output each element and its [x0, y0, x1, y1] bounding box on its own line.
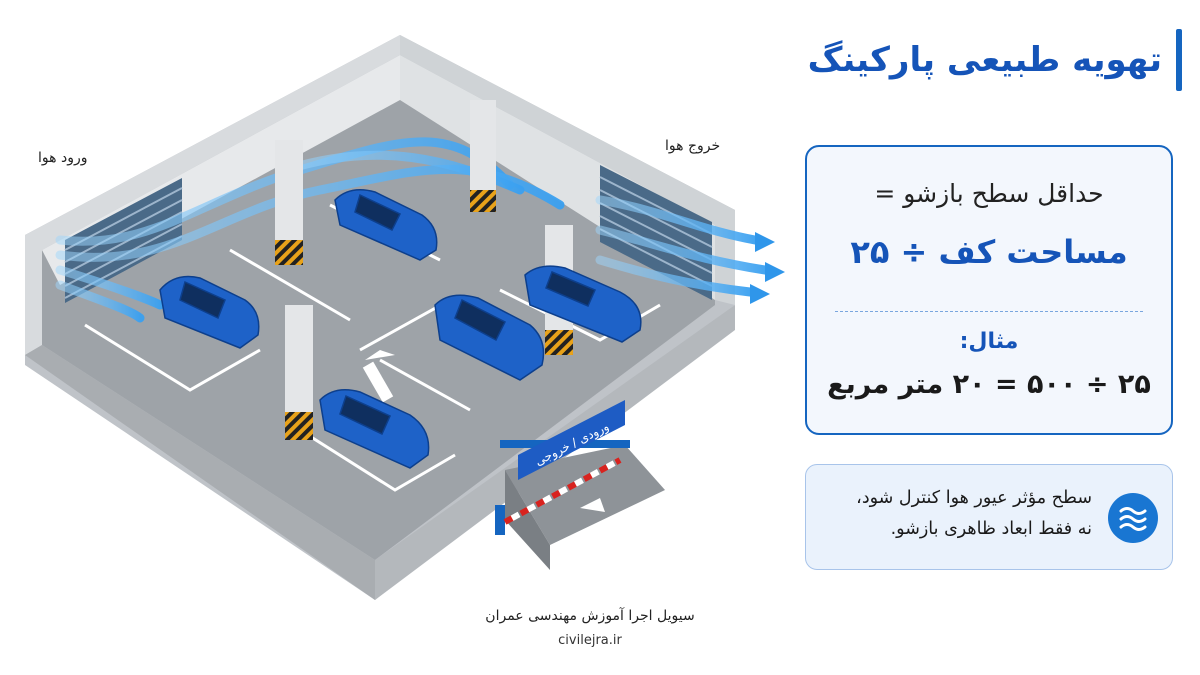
- formula-line-1: حداقل سطح بازشو =: [874, 179, 1104, 208]
- formula-line-2: مساحت کف ÷ ۲۵: [850, 233, 1128, 271]
- credit-url[interactable]: civilejra.ir: [558, 633, 622, 648]
- front-left-wall: [25, 345, 375, 600]
- example-label: مثال:: [959, 329, 1019, 354]
- note-line-1: سطح مؤثر عیور هوا کنترل شود،: [856, 488, 1092, 508]
- divider: [835, 311, 1143, 312]
- air-out-label: خروج هوا: [665, 138, 721, 154]
- title-accent-bar: [1176, 29, 1182, 91]
- columns: [275, 100, 573, 440]
- title-block: تهویه طبیعی پارکینگ: [808, 28, 1182, 92]
- air-in-label: ورود هوا: [38, 150, 88, 166]
- cars: [159, 189, 642, 469]
- page-title: تهویه طبیعی پارکینگ: [807, 40, 1162, 80]
- formula-card: حداقل سطح بازشو = مساحت کف ÷ ۲۵ مثال: ۲۵…: [805, 145, 1173, 435]
- note-line-2: نه فقط ابعاد ظاهری بازشو.: [890, 519, 1092, 539]
- note-text: سطح مؤثر عیور هوا کنترل شود، نه فقط ابعا…: [818, 483, 1092, 545]
- air-flow-icon: [1108, 493, 1158, 543]
- example-calculation: ۲۵ ÷ ۵۰۰ = ۲۰ متر مربع: [827, 369, 1151, 400]
- car: [159, 275, 260, 349]
- back-left-wall: [25, 35, 400, 355]
- credit-name: سیویل اجرا آموزش مهندسی عمران: [485, 608, 695, 624]
- car: [334, 189, 438, 261]
- car: [434, 294, 545, 381]
- floor-arrow: [365, 350, 395, 360]
- car: [319, 389, 430, 469]
- back-right-wall: [400, 35, 735, 305]
- parking-illustration: ورودی / خروجی: [25, 35, 785, 600]
- car: [524, 265, 642, 343]
- note-card: سطح مؤثر عیور هوا کنترل شود، نه فقط ابعا…: [805, 464, 1173, 570]
